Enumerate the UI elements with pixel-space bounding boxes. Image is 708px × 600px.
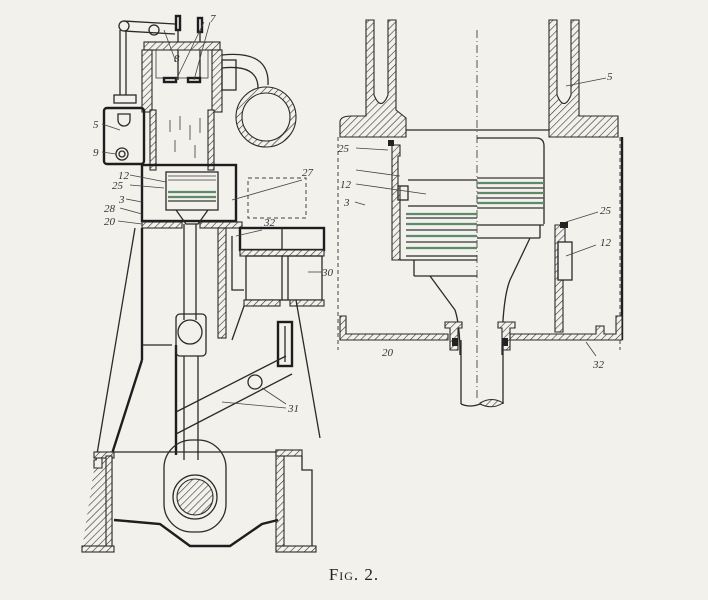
piston-left-half: [388, 140, 477, 356]
leader-lines-right: [354, 77, 607, 357]
pump-lever: [175, 355, 293, 435]
label-3: 3: [343, 197, 350, 209]
label-25-lower: 25: [600, 205, 612, 217]
cylinder-liner: [140, 109, 238, 223]
airflow-arrows: [169, 116, 201, 158]
figure-caption: Fig. 2.: [328, 565, 380, 584]
diaphragm-left: [141, 221, 183, 229]
label-12: 12: [118, 170, 130, 182]
piston-rod: [183, 224, 197, 320]
label-8: 8: [174, 53, 180, 65]
cylinder-head: [141, 41, 237, 113]
crankcase: [81, 449, 317, 553]
exhaust-manifold: [221, 53, 297, 148]
label-30: 30: [321, 267, 334, 279]
label-32: 32: [263, 217, 276, 229]
label-27: 27: [302, 167, 314, 179]
left-engine-section: 7 8 5 9 12 25 3 28 20 27 32 30 31: [81, 13, 334, 553]
leader-lines-left: [101, 21, 322, 409]
bottom-plate: [339, 315, 623, 351]
label-20: 20: [104, 216, 116, 228]
valve-gear: [113, 14, 204, 104]
label-7: 7: [210, 13, 216, 25]
label-28: 28: [104, 203, 116, 215]
label-5: 5: [607, 71, 613, 83]
piston-right-half: [477, 137, 573, 356]
frame: [95, 227, 244, 461]
cylinder-jacket: [339, 19, 619, 138]
diaphragm-right: [199, 221, 243, 229]
label-12-lower: 12: [600, 237, 612, 249]
detail-piston-rod: [460, 340, 504, 408]
label-20: 20: [382, 347, 394, 359]
piston: [165, 171, 219, 225]
label-12-upper: 12: [340, 179, 352, 191]
right-detail-section: 5 25 12 3 25 12 20 32: [337, 19, 624, 408]
label-31: 31: [287, 403, 299, 415]
crosshead: [175, 313, 207, 357]
valve-box: [102, 106, 146, 166]
callouts-left: 7 8 5 9 12 25 3 28 20 27 32 30 31: [93, 13, 334, 415]
air-box-27: [247, 177, 307, 219]
scavenge-pump: [231, 226, 326, 439]
connecting-rod: [183, 356, 199, 460]
callouts-right: 5 25 12 3 25 12 20 32: [338, 71, 613, 371]
label-5: 5: [93, 119, 99, 131]
label-9: 9: [93, 147, 99, 159]
label-25: 25: [112, 180, 124, 192]
label-32: 32: [592, 359, 605, 371]
label-3: 3: [118, 194, 125, 206]
label-25-upper: 25: [338, 143, 350, 155]
crank-end: [163, 439, 227, 533]
